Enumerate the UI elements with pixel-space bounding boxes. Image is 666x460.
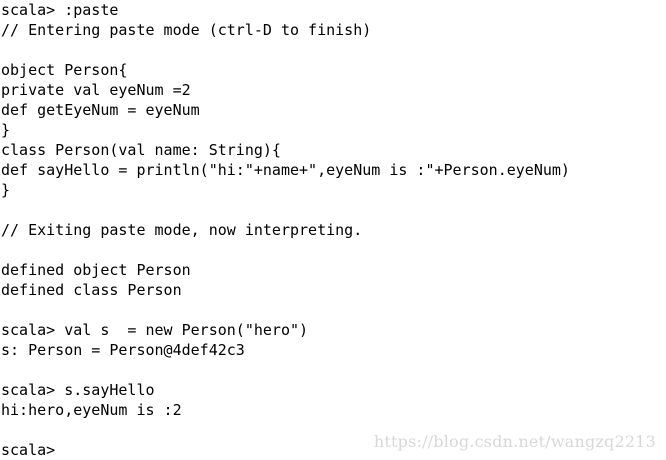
terminal-line-code: }: [1, 121, 11, 139]
terminal-line-prompt-sayhello: scala> s.sayHello: [1, 381, 155, 399]
terminal-line-blank: [0, 40, 666, 60]
terminal-prompt-current[interactable]: scala>: [1, 441, 56, 459]
terminal-line-code: def getEyeNum = eyeNum: [1, 101, 200, 119]
watermark-url: https://blog.csdn.net/wangzq2213: [373, 432, 656, 451]
terminal-line-comment-enter: // Entering paste mode (ctrl-D to finish…: [1, 21, 372, 39]
terminal-line-blank: [0, 360, 666, 380]
terminal-line-output: s: Person = Person@4def42c3: [1, 341, 245, 359]
terminal-line-prompt-paste: scala> :paste: [1, 1, 119, 19]
terminal-line-blank: [0, 300, 666, 320]
terminal-line-prompt-val: scala> val s = new Person("hero"): [1, 321, 309, 339]
terminal-line-output: hi:hero,eyeNum is :2: [1, 401, 182, 419]
terminal-line-blank: [0, 200, 666, 220]
terminal-line-output: defined object Person: [1, 261, 191, 279]
terminal-line-code: def sayHello = println("hi:"+name+",eyeN…: [1, 161, 570, 179]
terminal-line-code: class Person(val name: String){: [1, 141, 281, 159]
terminal-line-code: }: [1, 181, 11, 199]
terminal-line-code: object Person{: [1, 61, 128, 79]
terminal-line-output: defined class Person: [1, 281, 182, 299]
terminal-line-blank: [0, 240, 666, 260]
terminal-line-code: private val eyeNum =2: [1, 81, 191, 99]
terminal-line-comment-exit: // Exiting paste mode, now interpreting.: [1, 221, 363, 239]
